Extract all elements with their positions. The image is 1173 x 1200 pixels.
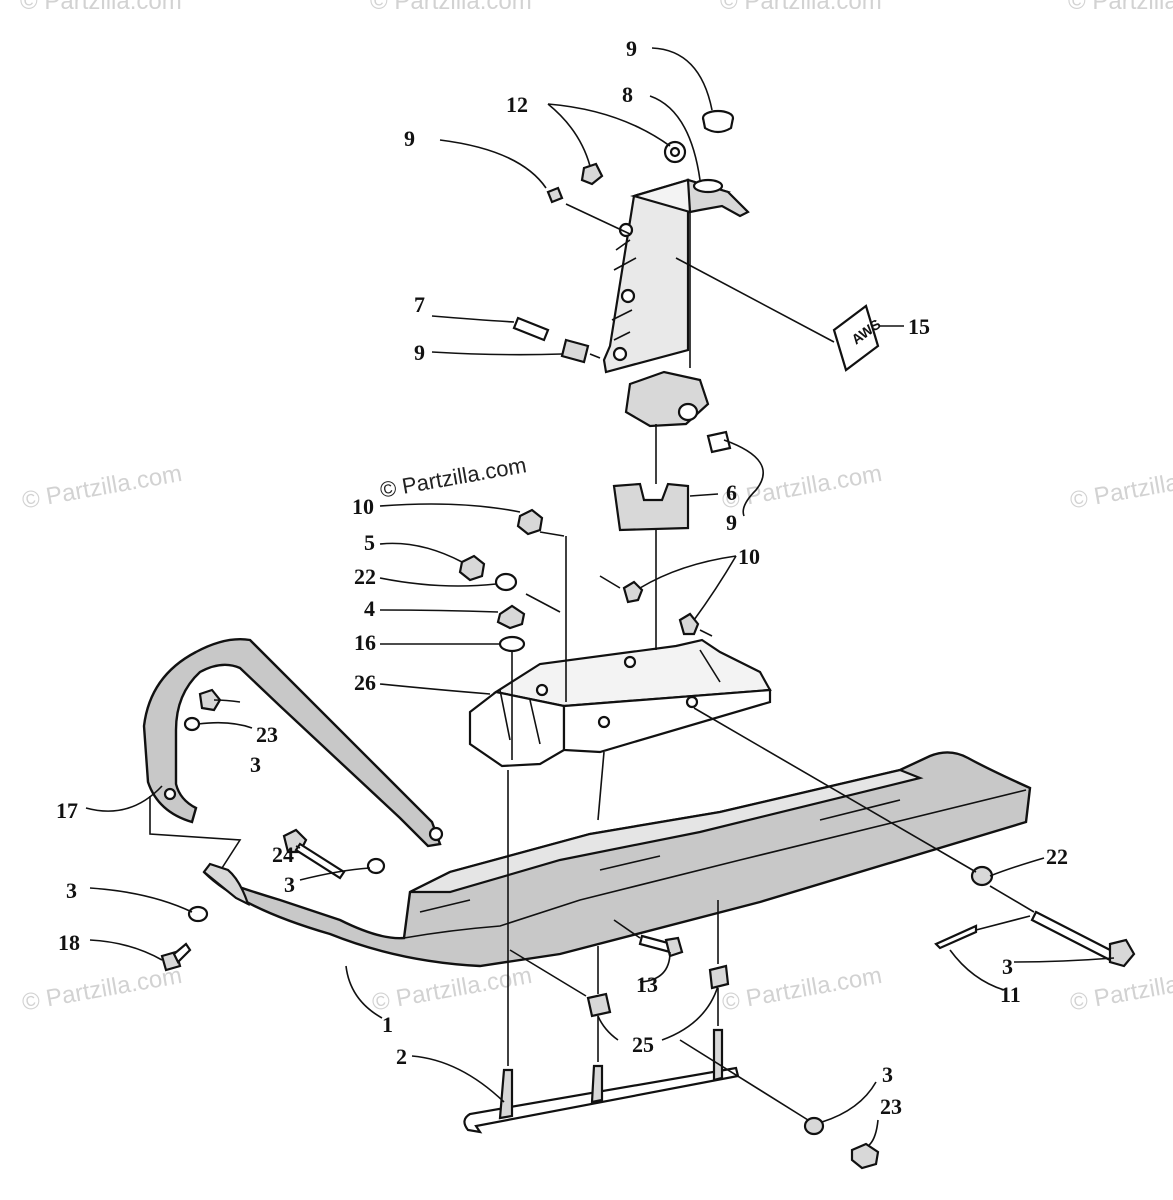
part-2-wear-bar [463, 1028, 740, 1134]
part-22-washer [494, 572, 518, 592]
part-20-handle [142, 638, 444, 848]
callout-23-bottom: 23 [880, 1094, 902, 1119]
callout-22: 22 [354, 564, 376, 589]
callout-21: 18 [58, 930, 80, 955]
part-1-ski [203, 751, 1032, 968]
spindle-housing [602, 178, 750, 428]
watermark: © Partzilla.com [20, 0, 182, 15]
callout-2: 2 [396, 1044, 407, 1069]
callout-13: 9 [404, 126, 415, 151]
part-10-nut-2 [678, 612, 700, 636]
callout-6: 5 [364, 530, 375, 555]
callout-22-right: 22 [1046, 844, 1068, 869]
part-14-nut [516, 508, 544, 536]
part-9-bushing-right [706, 430, 732, 454]
callout-19: 16 [354, 630, 376, 655]
part-9-bushing [560, 338, 590, 364]
callout-26: 26 [354, 670, 376, 695]
callout-9-right: 9 [726, 510, 737, 535]
part-22-washer-right [970, 865, 994, 887]
aws-decal: AWS [832, 304, 884, 372]
callout-16: 12 [506, 92, 528, 117]
callout-20: 17 [56, 798, 78, 823]
part-19-washer [498, 635, 526, 653]
part-17-bolt [638, 934, 684, 958]
part-25-spacer-2 [708, 964, 730, 990]
part-8-pin [512, 316, 550, 342]
leader-lines [85, 47, 1115, 1147]
callout-3-left: 3 [66, 878, 77, 903]
part-25-spacer [586, 992, 612, 1018]
callout-3-upper: 3 [250, 752, 261, 777]
part-3-washer-upper [183, 716, 201, 732]
part-16-nut [580, 162, 604, 186]
part-26-saddle-bracket [468, 638, 772, 768]
callout-12: 9 [626, 36, 637, 61]
part-21-bolt [160, 942, 192, 972]
callout-15: 11 [1000, 982, 1021, 1007]
part-23-nut-bottom [850, 1142, 880, 1170]
part-13-bolt [546, 186, 564, 204]
part-3-washer-mid [366, 857, 386, 875]
watermark: © Partzilla.com [720, 0, 882, 15]
callout-8: 7 [414, 292, 425, 317]
part-24-bolt [282, 828, 346, 880]
part-5-bolt [1030, 910, 1136, 968]
callout-9: 9 [414, 340, 425, 365]
part-3-washer-bottom [803, 1116, 825, 1136]
callout-labels: 9 8 12 9 7 9 15 10 6 9 5 10 22 4 16 26 2… [56, 36, 1068, 1119]
callout-1: 1 [382, 1012, 393, 1037]
callout-23: 23 [256, 722, 278, 747]
callout-3-bottom: 3 [882, 1062, 893, 1087]
part-3-washer-lower [187, 905, 209, 923]
callout-24: 24 [272, 842, 294, 867]
part-15-cotter-pin [934, 924, 978, 950]
watermark: © Partzilla.com [370, 0, 532, 15]
part-4-nut [496, 604, 526, 630]
callout-10: 10 [738, 544, 760, 569]
callout-7: 6 [726, 480, 737, 505]
callout-3-mid: 3 [284, 872, 295, 897]
watermark: © Partzilla.com [1068, 0, 1173, 15]
callout-4: 4 [364, 596, 375, 621]
handle-bracket [202, 862, 250, 907]
part-12-cap [701, 109, 735, 134]
part-7-block [612, 482, 690, 532]
part-10-nut [622, 580, 644, 604]
part-23-nut-upper [198, 688, 222, 712]
callout-11: 8 [622, 82, 633, 107]
callout-5: 3 [1002, 954, 1013, 979]
callout-17: 13 [636, 972, 658, 997]
callout-25: 25 [632, 1032, 654, 1057]
callout-14: 10 [352, 494, 374, 519]
part-6-nut [458, 554, 486, 582]
callout-18: 15 [908, 314, 930, 339]
